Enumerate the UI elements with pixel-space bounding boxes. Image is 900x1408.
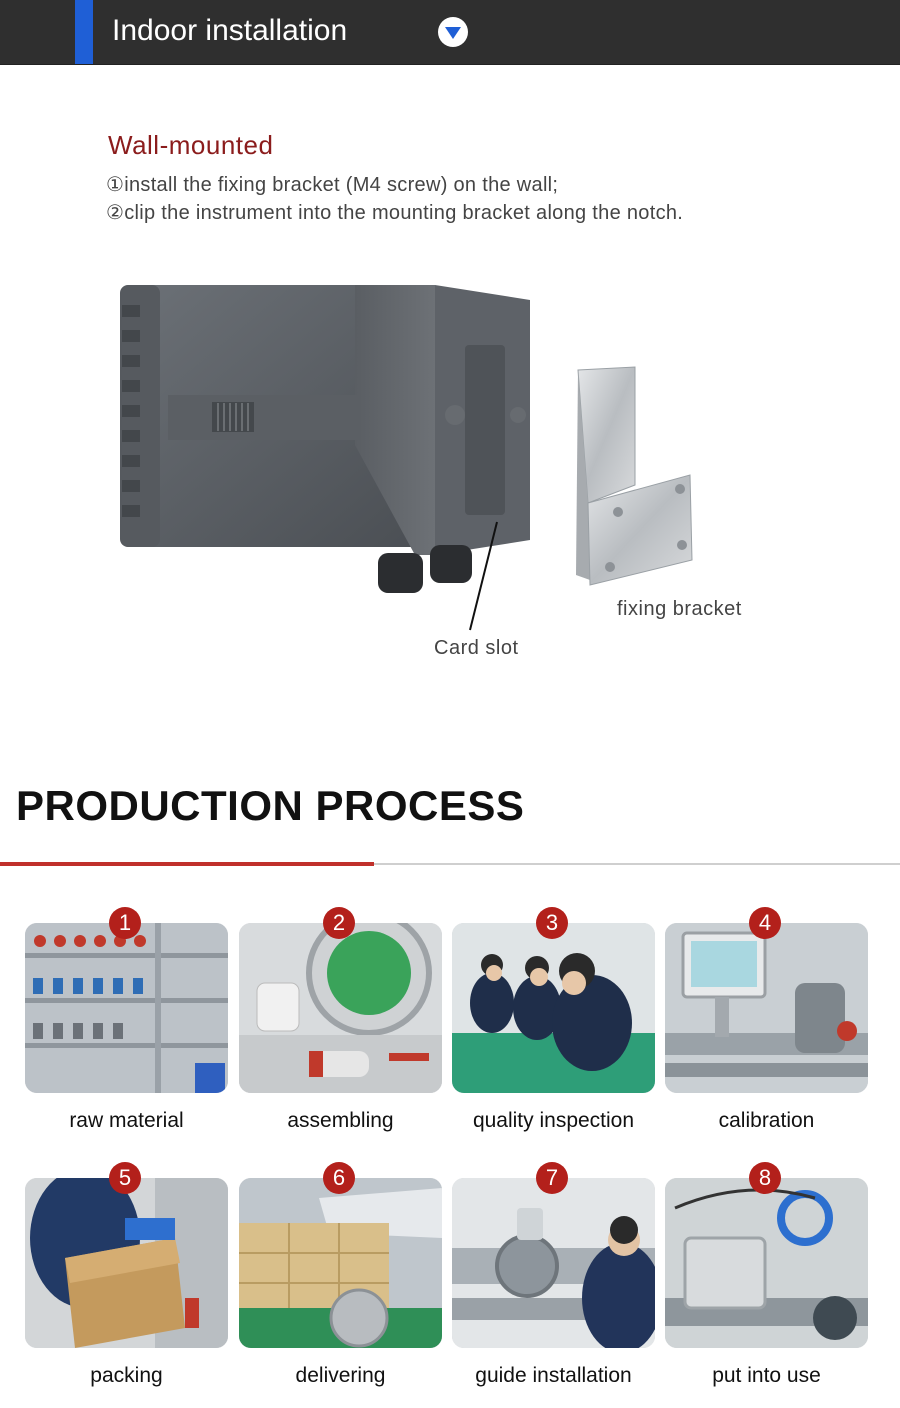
step-number-badge: 3 [536,907,568,939]
heading-divider [0,863,900,865]
header-accent-bar [75,0,93,64]
packing-photo [25,1178,228,1348]
step-label: quality inspection [472,1109,635,1132]
process-step-packing: 5 packing [25,1162,228,1408]
calibration-photo [665,923,868,1093]
step-label: packing [90,1364,163,1387]
delivering-photo [239,1178,442,1348]
install-step-1: ①install the fixing bracket (M4 screw) o… [106,174,559,196]
step-number-badge: 5 [109,1162,141,1194]
quality-inspection-photo [452,923,655,1093]
step-label: delivering [295,1364,386,1387]
process-step-raw-material: 1 raw material [25,907,228,1153]
wall-mounted-title: Wall-mounted [108,130,274,160]
heading-divider-accent [0,862,374,866]
guide-installation-photo [452,1178,655,1348]
process-step-delivering: 6 delivering [239,1162,442,1408]
process-step-calibration: 4 calibration [665,907,868,1153]
fixing-bracket-label: fixing bracket [617,598,742,620]
process-step-put-into-use: 8 put into use [665,1162,868,1408]
step-number-badge: 2 [323,907,355,939]
step-number-badge: 4 [749,907,781,939]
header-title: Indoor installation [112,14,348,47]
step-label: guide installation [475,1364,632,1387]
process-step-quality-inspection: 3 quality inspection [452,907,655,1153]
raw-material-photo [25,923,228,1093]
put-into-use-photo [665,1178,868,1348]
step-label: put into use [712,1364,821,1387]
instrument-and-bracket-illustration [120,285,693,593]
step-number-badge: 7 [536,1162,568,1194]
card-slot-label: Card slot [434,637,519,659]
assembling-photo [239,923,442,1093]
process-step-guide-installation: 7 guide installation [452,1162,655,1408]
install-step-2: ②clip the instrument into the mounting b… [106,202,684,224]
step-label: raw material [69,1109,184,1132]
step-number-badge: 8 [749,1162,781,1194]
chevron-down-circle-icon[interactable] [438,17,468,47]
step-number-badge: 6 [323,1162,355,1194]
section-header: Indoor installation [0,0,900,65]
step-number-badge: 1 [109,907,141,939]
step-label: calibration [718,1109,815,1132]
production-process-heading: PRODUCTION PROCESS [16,782,525,829]
step-label: assembling [287,1109,394,1132]
process-step-assembling: 2 assembling [239,907,442,1153]
